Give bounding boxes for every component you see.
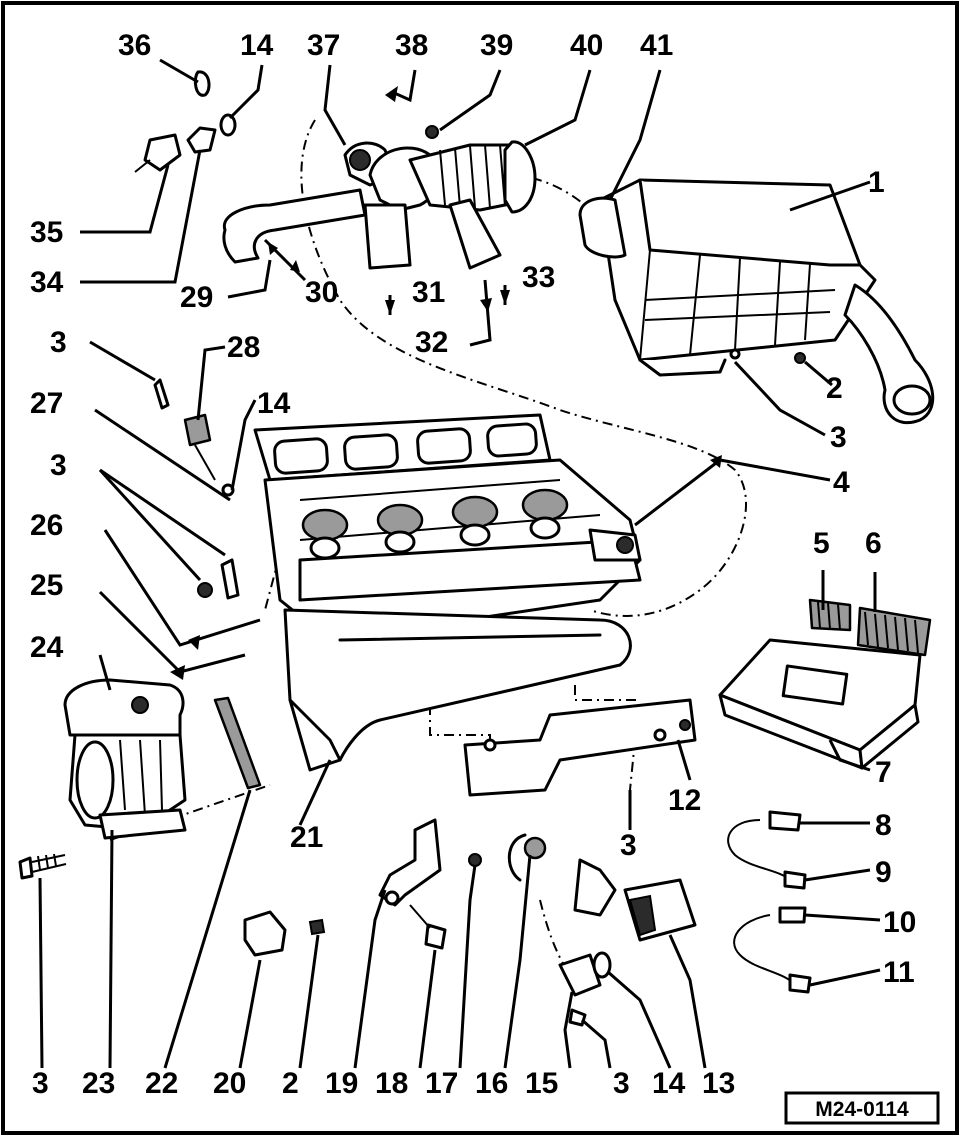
callout-37: 37 bbox=[307, 29, 340, 62]
callout-19: 19 bbox=[325, 1067, 358, 1100]
callout-9: 9 bbox=[875, 856, 892, 889]
air-filter-housing bbox=[578, 178, 935, 425]
callout-10: 10 bbox=[883, 906, 916, 939]
callout-39: 39 bbox=[480, 29, 513, 62]
callout-15: 15 bbox=[525, 1067, 558, 1100]
callout-3-air-filter: 3 bbox=[830, 421, 847, 454]
small-fittings-top bbox=[134, 70, 237, 173]
callout-32: 32 bbox=[415, 326, 448, 359]
oxygen-sensor-upper bbox=[727, 810, 807, 890]
arrowheads bbox=[170, 86, 722, 680]
callout-28: 28 bbox=[227, 331, 260, 364]
callout-2: 2 bbox=[826, 372, 843, 405]
sensor-16 bbox=[507, 833, 547, 882]
callout-3-bottom-right: 3 bbox=[613, 1067, 630, 1100]
callout-33: 33 bbox=[522, 261, 555, 294]
callout-11: 11 bbox=[883, 956, 915, 989]
callout-23: 23 bbox=[82, 1067, 115, 1100]
callout-16: 16 bbox=[475, 1067, 508, 1100]
callout-labels: 1 2 3 4 5 6 7 8 9 10 11 12 3 21 24 25 26… bbox=[30, 29, 916, 1100]
callout-36: 36 bbox=[118, 29, 151, 62]
callout-25: 25 bbox=[30, 569, 63, 602]
callout-14-bottom: 14 bbox=[652, 1067, 686, 1100]
reference-code-box: M24-0114 bbox=[784, 1091, 940, 1125]
callout-6: 6 bbox=[865, 527, 882, 560]
intake-hoses bbox=[222, 125, 537, 270]
bracket-19 bbox=[378, 818, 482, 950]
callout-34: 34 bbox=[30, 266, 64, 299]
bracket bbox=[463, 698, 697, 797]
callout-18: 18 bbox=[375, 1067, 408, 1100]
manifold-fasteners bbox=[153, 378, 240, 600]
callout-8: 8 bbox=[875, 809, 892, 842]
oxygen-sensor-lower bbox=[733, 906, 812, 994]
callout-13: 13 bbox=[702, 1067, 735, 1100]
throttle-body bbox=[63, 678, 187, 840]
callout-26: 26 bbox=[30, 509, 63, 542]
callout-29: 29 bbox=[180, 281, 213, 314]
callout-38: 38 bbox=[395, 29, 428, 62]
callout-2-bottom: 2 bbox=[282, 1067, 299, 1100]
sensor-13 bbox=[573, 858, 697, 942]
reference-code: M24-0114 bbox=[815, 1098, 909, 1121]
callout-31: 31 bbox=[412, 276, 445, 309]
callout-14-top: 14 bbox=[240, 29, 274, 62]
callout-4: 4 bbox=[833, 466, 850, 499]
callout-3-bracket: 3 bbox=[620, 829, 637, 862]
callout-5: 5 bbox=[813, 527, 830, 560]
callout-20: 20 bbox=[213, 1067, 246, 1100]
sensor-15 bbox=[558, 951, 612, 1027]
callout-14-manifold: 14 bbox=[257, 387, 291, 420]
callout-22: 22 bbox=[145, 1067, 178, 1100]
bolt-left bbox=[18, 853, 67, 880]
part-20 bbox=[243, 910, 326, 957]
callout-7: 7 bbox=[875, 756, 892, 789]
callout-30: 30 bbox=[305, 276, 338, 309]
intake-manifold bbox=[253, 413, 642, 772]
callout-12: 12 bbox=[668, 784, 701, 817]
callout-3-top: 3 bbox=[50, 326, 67, 359]
callout-3-bottom-left: 3 bbox=[32, 1067, 49, 1100]
callout-27: 27 bbox=[30, 387, 63, 420]
callout-21: 21 bbox=[290, 821, 323, 854]
callout-41: 41 bbox=[640, 29, 673, 62]
callout-24: 24 bbox=[30, 631, 64, 664]
control-unit bbox=[718, 598, 932, 770]
callout-35: 35 bbox=[30, 216, 63, 249]
callout-3-manifold: 3 bbox=[50, 449, 67, 482]
callout-17: 17 bbox=[425, 1067, 458, 1100]
callout-1: 1 bbox=[868, 166, 885, 199]
leader-lines bbox=[38, 58, 881, 1069]
callout-40: 40 bbox=[570, 29, 603, 62]
throttle-gasket bbox=[213, 696, 262, 790]
